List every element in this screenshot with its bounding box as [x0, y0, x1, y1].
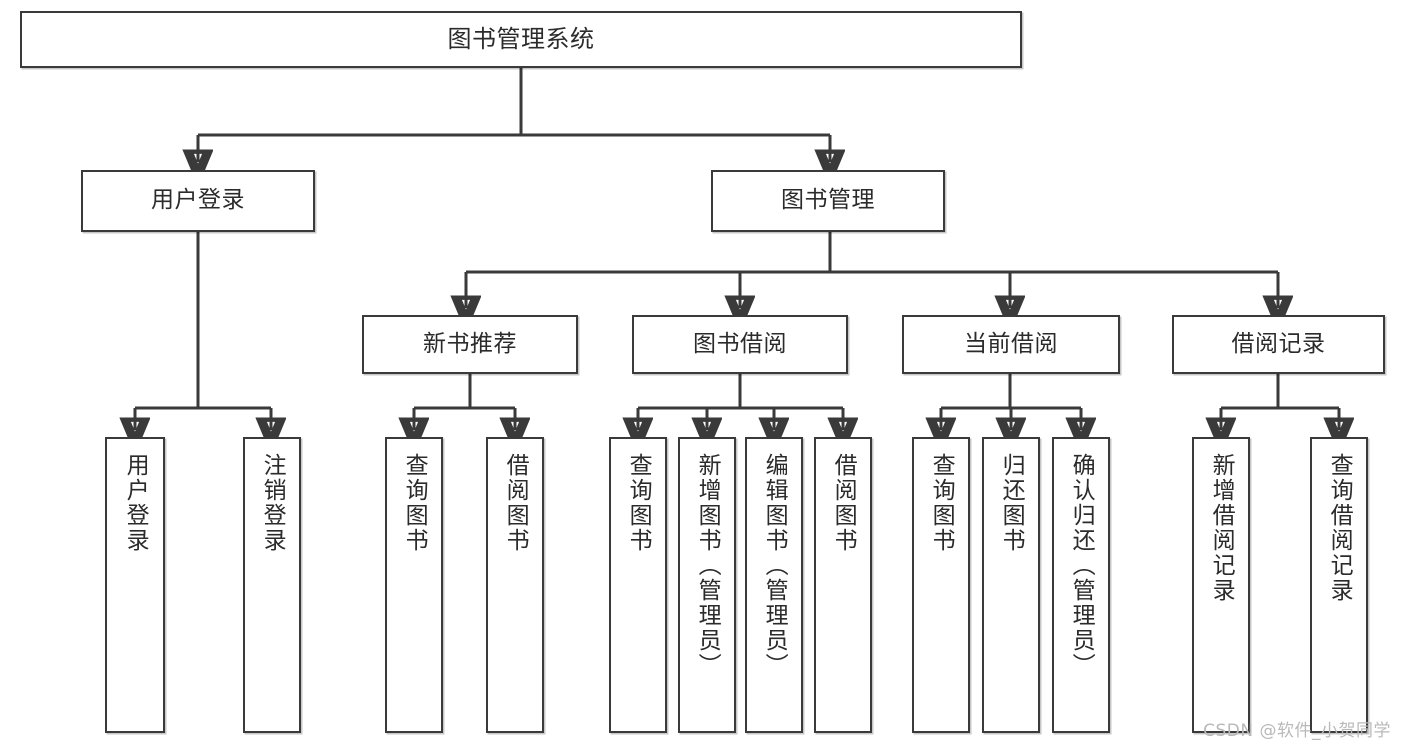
- node-user-login[interactable]: 用户登录: [81, 170, 315, 232]
- leaf-borrow-book-bw[interactable]: 借阅图书: [814, 437, 872, 733]
- leaf-query-book-cb-label: 查询图书: [928, 453, 955, 553]
- leaf-confirm-return-admin-label: 确认归还（管理员）: [1068, 453, 1095, 678]
- leaf-query-book-nb-label: 查询图书: [401, 453, 428, 553]
- node-book-borrow[interactable]: 图书借阅: [632, 315, 848, 374]
- leaf-add-borrow-record-label: 新增借阅记录: [1208, 453, 1235, 603]
- node-borrow-record[interactable]: 借阅记录: [1172, 315, 1385, 374]
- leaf-edit-book-admin[interactable]: 编辑图书（管理员）: [745, 437, 803, 733]
- leaf-borrow-book-nb[interactable]: 借阅图书: [486, 437, 544, 733]
- leaf-add-book-admin[interactable]: 新增图书（管理员）: [678, 437, 736, 733]
- node-current-borrow[interactable]: 当前借阅: [902, 315, 1120, 374]
- leaf-return-book-label: 归还图书: [998, 453, 1025, 553]
- node-root[interactable]: 图书管理系统: [20, 11, 1022, 68]
- leaf-edit-book-admin-label: 编辑图书（管理员）: [761, 453, 788, 678]
- leaf-query-book-bw[interactable]: 查询图书: [609, 437, 667, 733]
- node-root-label: 图书管理系统: [447, 25, 595, 54]
- leaf-borrow-book-nb-label: 借阅图书: [502, 453, 529, 553]
- node-book-management-label: 图书管理: [781, 187, 875, 214]
- leaf-query-book-cb[interactable]: 查询图书: [912, 437, 970, 733]
- leaf-query-borrow-record-label: 查询借阅记录: [1326, 453, 1353, 603]
- node-new-book-recommend[interactable]: 新书推荐: [362, 315, 578, 374]
- leaf-return-book[interactable]: 归还图书: [982, 437, 1040, 733]
- leaf-user-login[interactable]: 用户登录: [105, 437, 165, 733]
- node-user-login-label: 用户登录: [151, 187, 245, 214]
- leaf-query-borrow-record[interactable]: 查询借阅记录: [1310, 437, 1368, 733]
- leaf-logout[interactable]: 注销登录: [243, 437, 301, 733]
- node-borrow-record-label: 借阅记录: [1231, 330, 1326, 357]
- node-book-borrow-label: 图书借阅: [693, 330, 787, 357]
- node-book-management[interactable]: 图书管理: [711, 170, 945, 232]
- leaf-user-login-label: 用户登录: [122, 453, 149, 553]
- leaf-confirm-return-admin[interactable]: 确认归还（管理员）: [1052, 437, 1110, 733]
- leaf-add-borrow-record[interactable]: 新增借阅记录: [1192, 437, 1250, 733]
- watermark: CSDN @软件_小贺同学: [1203, 721, 1391, 741]
- node-new-book-recommend-label: 新书推荐: [423, 330, 517, 357]
- leaf-add-book-admin-label: 新增图书（管理员）: [694, 453, 721, 678]
- leaf-borrow-book-bw-label: 借阅图书: [830, 453, 857, 553]
- leaf-query-book-nb[interactable]: 查询图书: [385, 437, 443, 733]
- node-current-borrow-label: 当前借阅: [964, 330, 1058, 357]
- leaf-query-book-bw-label: 查询图书: [625, 453, 652, 553]
- leaf-logout-label: 注销登录: [259, 453, 286, 553]
